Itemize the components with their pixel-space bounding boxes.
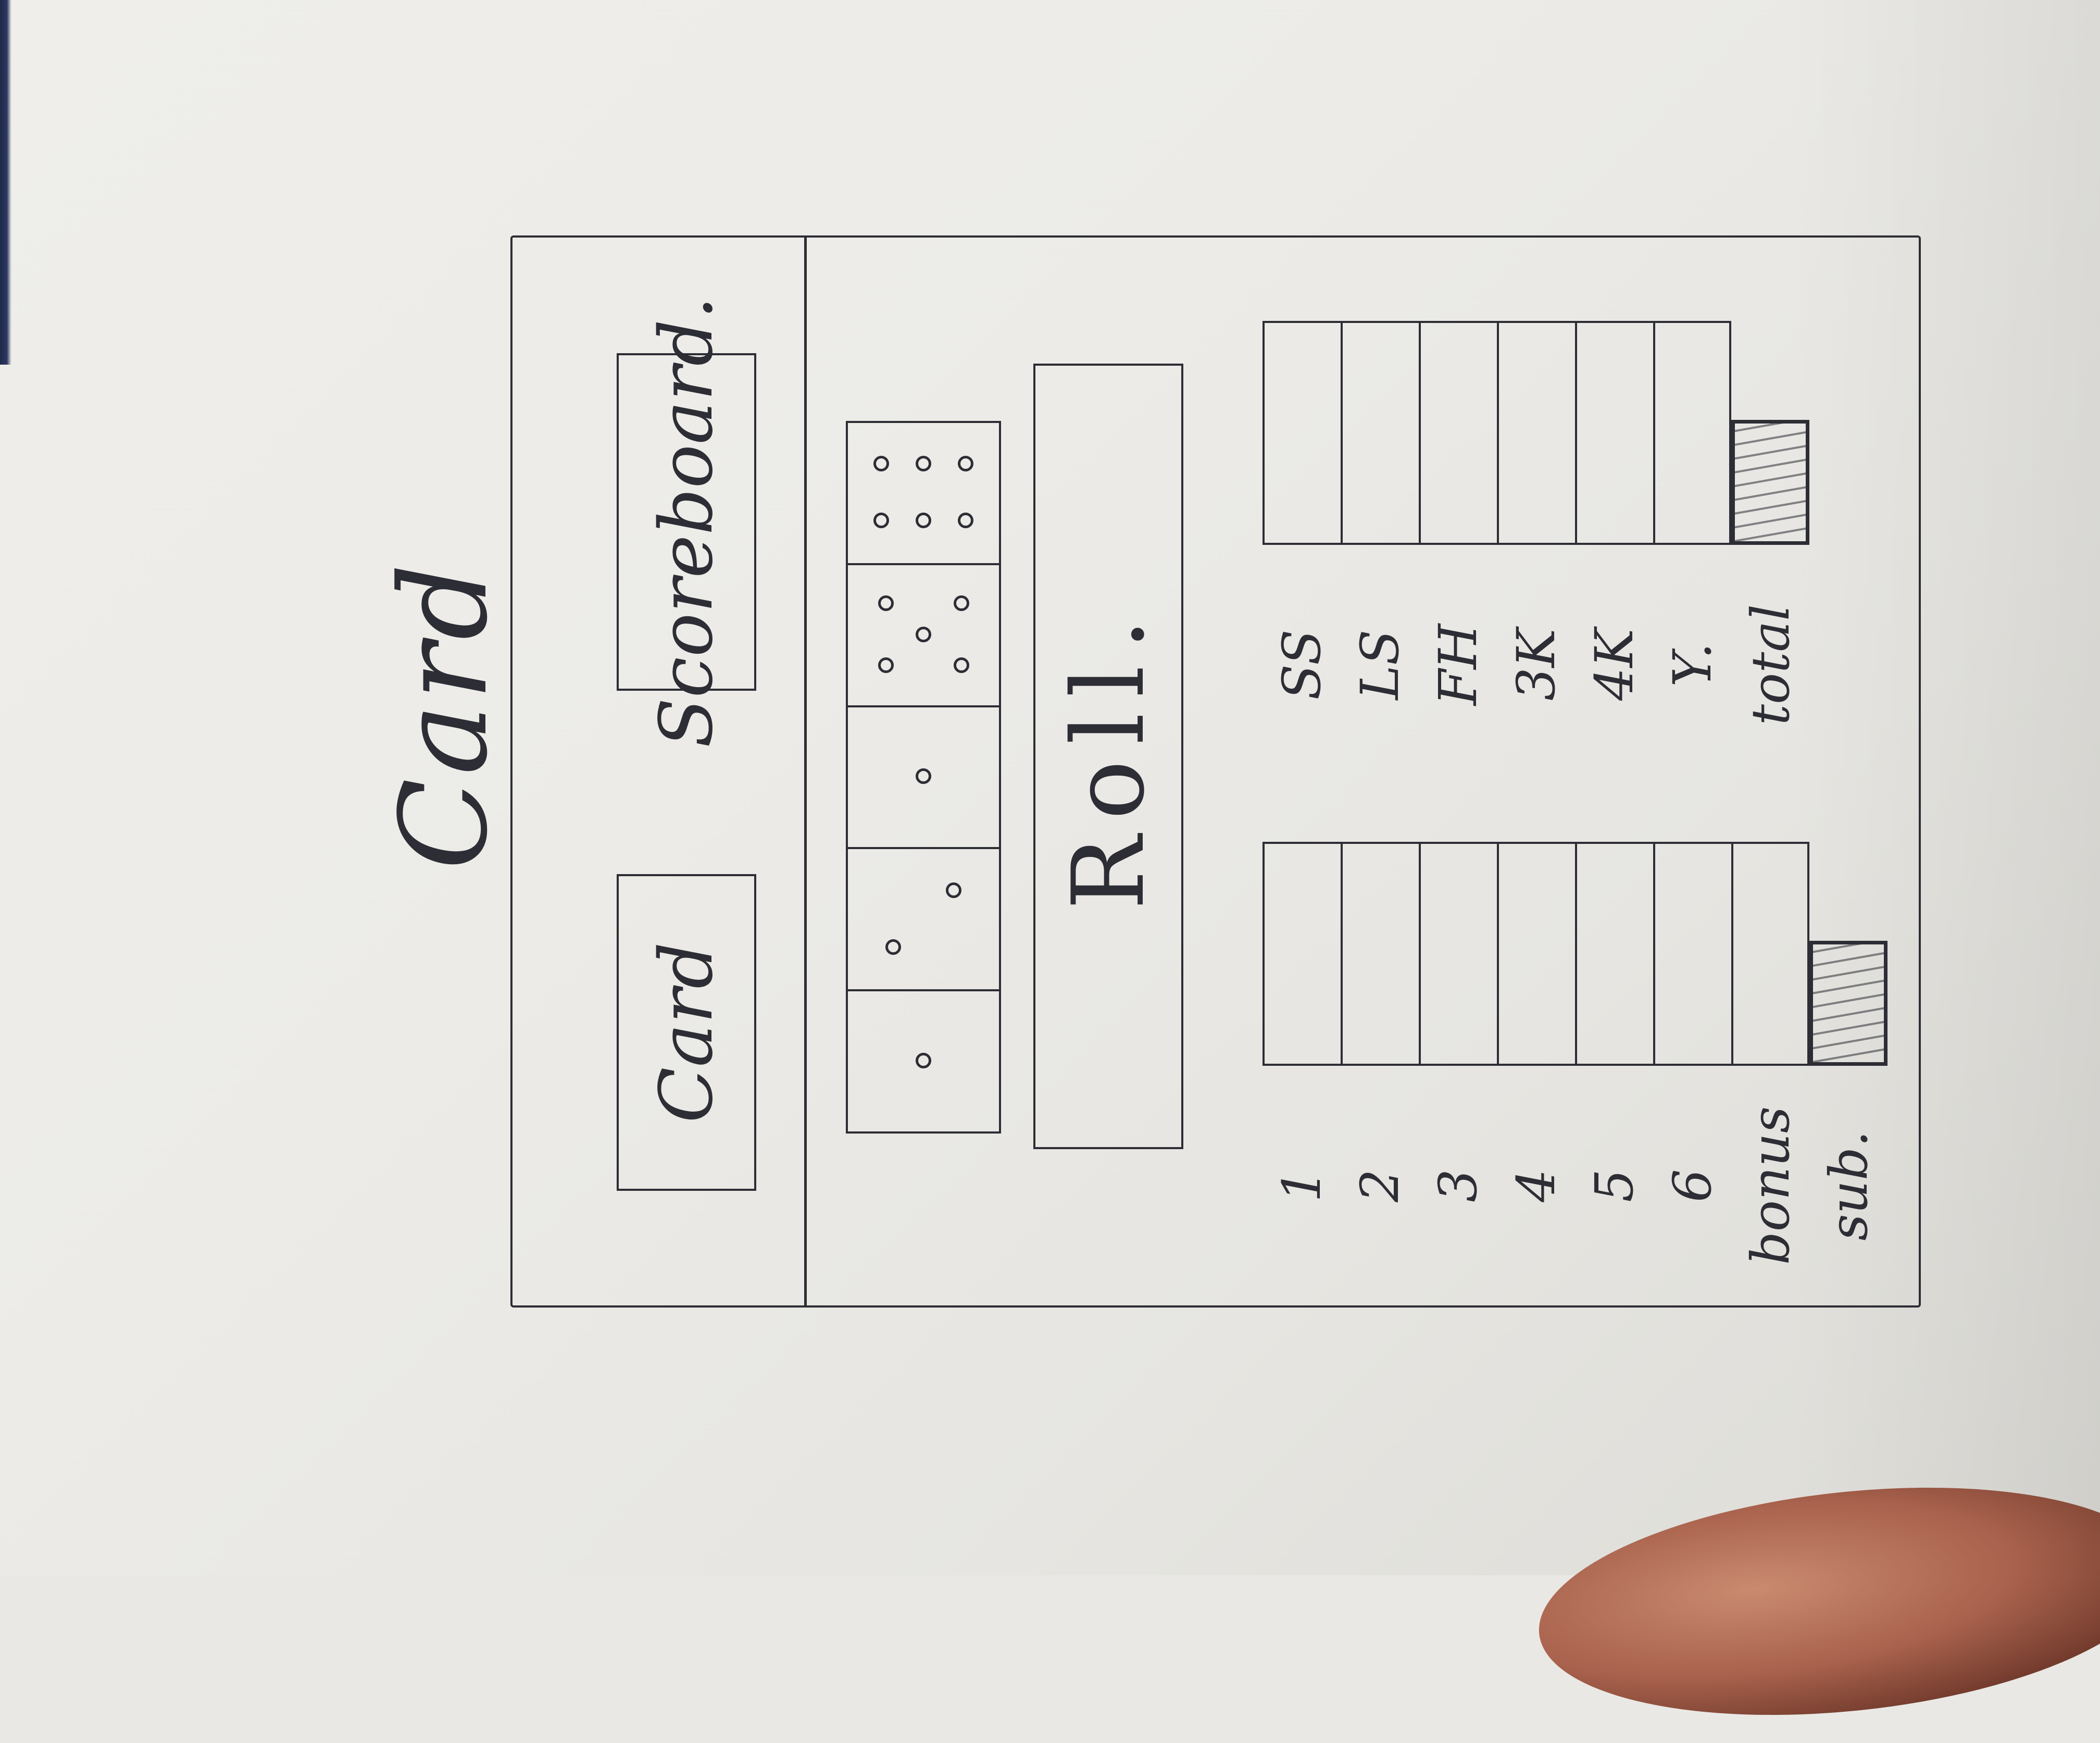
upper-row: 2 [1341, 785, 1419, 1285]
die-pip [953, 595, 969, 611]
die-pip [885, 939, 901, 955]
lower-row: SS [1262, 264, 1341, 764]
lower-row-label: SS [1271, 629, 1332, 700]
lower-score-cell[interactable] [1653, 321, 1731, 545]
upper-row-label: 1 [1271, 1169, 1332, 1202]
upper-row-label: 2 [1349, 1169, 1410, 1202]
die-1[interactable] [848, 989, 999, 1131]
upper-row-label: 6 [1661, 1169, 1723, 1202]
die-pip [916, 1053, 931, 1068]
upper-score-cell[interactable] [1419, 842, 1497, 1066]
die-pip [916, 768, 931, 785]
upper-row-label: 5 [1583, 1169, 1645, 1202]
upper-row: 3 [1419, 785, 1497, 1285]
die-pip [916, 626, 931, 642]
upper-row-label: bonus [1740, 1106, 1801, 1265]
upper-row: sub. [1809, 785, 1888, 1285]
upper-score-cell[interactable] [1497, 842, 1575, 1066]
lower-row-label: LS [1349, 629, 1410, 700]
lower-row: Y. [1653, 264, 1731, 764]
upper-row: bonus [1731, 785, 1809, 1285]
paper-background [0, 0, 2100, 1575]
lower-row-label: Y. [1661, 642, 1723, 687]
upper-score-cell[interactable] [1262, 842, 1341, 1066]
die-pip [878, 657, 894, 674]
die-4[interactable] [848, 563, 999, 705]
page-title: Card [375, 560, 514, 870]
upper-score-cell[interactable] [1731, 842, 1809, 1066]
header-bar: Card Scoreboard. [512, 238, 807, 1305]
lower-row: 4K [1575, 264, 1653, 764]
lower-row-label: 4K [1583, 628, 1645, 701]
dice-row [846, 421, 1001, 1134]
upper-score-cell[interactable] [1575, 842, 1653, 1066]
die-pip [953, 657, 969, 674]
title-area: Card [354, 203, 521, 1370]
upper-row-label: 3 [1427, 1169, 1489, 1202]
die-5[interactable] [848, 423, 999, 563]
die-pip [873, 456, 889, 472]
upper-row: 4 [1497, 785, 1575, 1285]
paper-shadow [1788, 0, 2100, 1575]
lower-score-cell[interactable] [1497, 321, 1575, 545]
upper-row: 6 [1653, 785, 1731, 1285]
lower-row: FH [1419, 264, 1497, 764]
die-pip [946, 882, 961, 898]
upper-row-label: sub. [1818, 1130, 1879, 1241]
lower-row-label: total [1740, 604, 1801, 726]
die-pip [878, 595, 894, 611]
die-pip [958, 456, 974, 472]
die-pip [916, 456, 931, 472]
lower-row: LS [1341, 264, 1419, 764]
lower-score-cell[interactable] [1575, 321, 1653, 545]
die-2[interactable] [848, 847, 999, 990]
upper-row: 1 [1262, 785, 1341, 1285]
upper-row-label: 4 [1505, 1169, 1567, 1202]
die-3[interactable] [848, 705, 999, 848]
die-pip [916, 513, 931, 529]
die-pip [873, 513, 889, 529]
upper-score-cell[interactable] [1653, 842, 1731, 1066]
lower-row: 3K [1497, 264, 1575, 764]
lower-score-cell[interactable] [1341, 321, 1419, 545]
upper-total-cell [1809, 941, 1888, 1066]
table-edge [0, 0, 11, 365]
card-tab-button[interactable]: Card [617, 874, 756, 1191]
upper-row: 5 [1575, 785, 1653, 1285]
lower-row-label: FH [1427, 624, 1489, 706]
lower-row: total [1731, 264, 1809, 764]
lower-row-label: 3K [1505, 628, 1567, 701]
lower-total-cell [1731, 420, 1809, 545]
roll-button[interactable]: Roll. [1033, 364, 1183, 1149]
lower-score-cell[interactable] [1419, 321, 1497, 545]
upper-score-cell[interactable] [1341, 842, 1419, 1066]
lower-score-cell[interactable] [1262, 321, 1341, 545]
scoreboard-tab-button[interactable]: Scoreboard. [617, 296, 756, 748]
die-pip [958, 513, 974, 529]
